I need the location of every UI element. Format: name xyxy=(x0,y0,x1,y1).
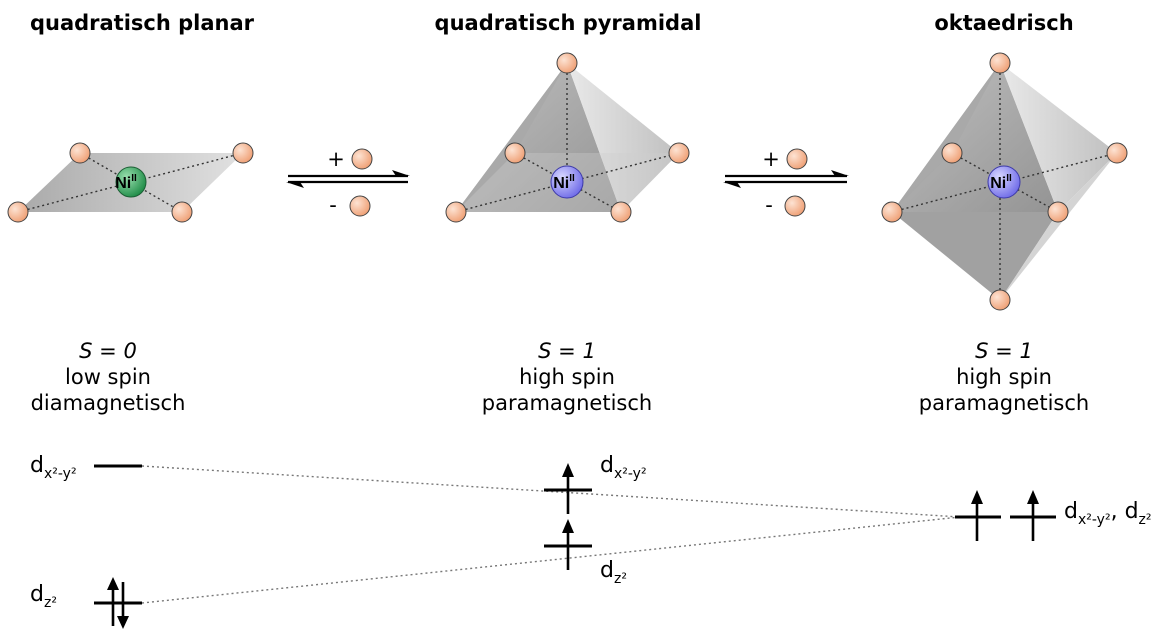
ligand-sphere xyxy=(989,289,1011,311)
spin-value-octahedral: S = 1 xyxy=(975,339,1033,363)
ligand-sphere xyxy=(445,201,467,223)
ligand-sphere xyxy=(349,195,371,217)
energy-level-diagram: dx²-y² dz² dx²-y² dz² xyxy=(30,453,1152,629)
ligand-sphere xyxy=(941,142,963,164)
plus-sign-2: + xyxy=(762,147,780,171)
ni-center-planar xyxy=(115,166,147,198)
ligand-sphere xyxy=(556,52,578,74)
spin-type-planar: low spin xyxy=(65,365,151,389)
electron-down-arrow xyxy=(117,582,129,629)
magnetism-planar: diamagnetisch xyxy=(31,391,186,415)
ligand-sphere xyxy=(610,201,632,223)
ni-label-octahedral: NiII xyxy=(990,173,1012,192)
square-pyramidal-complex: NiII xyxy=(445,52,690,223)
minus-sign-2: - xyxy=(765,193,773,217)
ligand-sphere xyxy=(668,142,690,164)
orbital-label-planar-dz2: dz² xyxy=(30,582,57,611)
spin-value-pyramidal: S = 1 xyxy=(538,339,596,363)
ni-label-planar: NiII xyxy=(115,173,137,192)
ligand-sphere xyxy=(1106,142,1128,164)
ni-center-octahedral xyxy=(987,165,1021,199)
spin-value-planar: S = 0 xyxy=(79,339,137,363)
ligand-sphere xyxy=(504,142,526,164)
orbital-label-pyramidal-dz2: dz² xyxy=(600,558,627,587)
spin-type-pyramidal: high spin xyxy=(519,365,615,389)
magnetism-pyramidal: paramagnetisch xyxy=(482,391,652,415)
ligand-sphere xyxy=(171,201,193,223)
title-octahedral: oktaedrisch xyxy=(934,11,1073,35)
ligand-sphere xyxy=(232,142,254,164)
ligand-sphere xyxy=(786,148,808,170)
electron-up-arrow xyxy=(562,463,574,514)
orbital-label-octahedral-combined: dx²-y², dz² xyxy=(1064,499,1152,528)
plus-sign-1: + xyxy=(327,147,345,171)
spin-labels-octahedral: S = 1 high spin paramagnetisch xyxy=(919,339,1089,415)
electron-up-arrow xyxy=(1027,490,1039,541)
electron-up-arrow xyxy=(562,519,574,570)
square-planar-complex: NiII xyxy=(7,142,254,223)
title-pyramidal: quadratisch pyramidal xyxy=(435,11,702,35)
ligand-sphere xyxy=(1047,201,1069,223)
orbital-label-planar-dx2y2: dx²-y² xyxy=(30,453,77,482)
ligand-sphere xyxy=(351,148,373,170)
ligand-sphere xyxy=(881,201,903,223)
magnetism-octahedral: paramagnetisch xyxy=(919,391,1089,415)
electron-up-arrow xyxy=(107,577,119,626)
ligand-sphere xyxy=(989,52,1011,74)
ligand-sphere xyxy=(784,195,806,217)
ligand-sphere xyxy=(7,201,29,223)
equilibrium-arrows-1: + - xyxy=(286,147,410,217)
octahedral-complex: NiII xyxy=(881,52,1128,311)
ni-label-pyramidal: NiII xyxy=(553,173,575,192)
spin-labels-pyramidal: S = 1 high spin paramagnetisch xyxy=(482,339,652,415)
minus-sign-1: - xyxy=(329,193,337,217)
electron-up-arrow xyxy=(971,490,983,541)
spin-labels-planar: S = 0 low spin diamagnetisch xyxy=(31,339,186,415)
ligand-sphere xyxy=(69,142,91,164)
orbital-label-pyramidal-dx2y2: dx²-y² xyxy=(600,453,647,482)
ni-center-pyramidal xyxy=(550,165,584,199)
title-planar: quadratisch planar xyxy=(30,11,255,35)
spin-type-octahedral: high spin xyxy=(956,365,1052,389)
equilibrium-arrows-2: + - xyxy=(723,147,849,217)
